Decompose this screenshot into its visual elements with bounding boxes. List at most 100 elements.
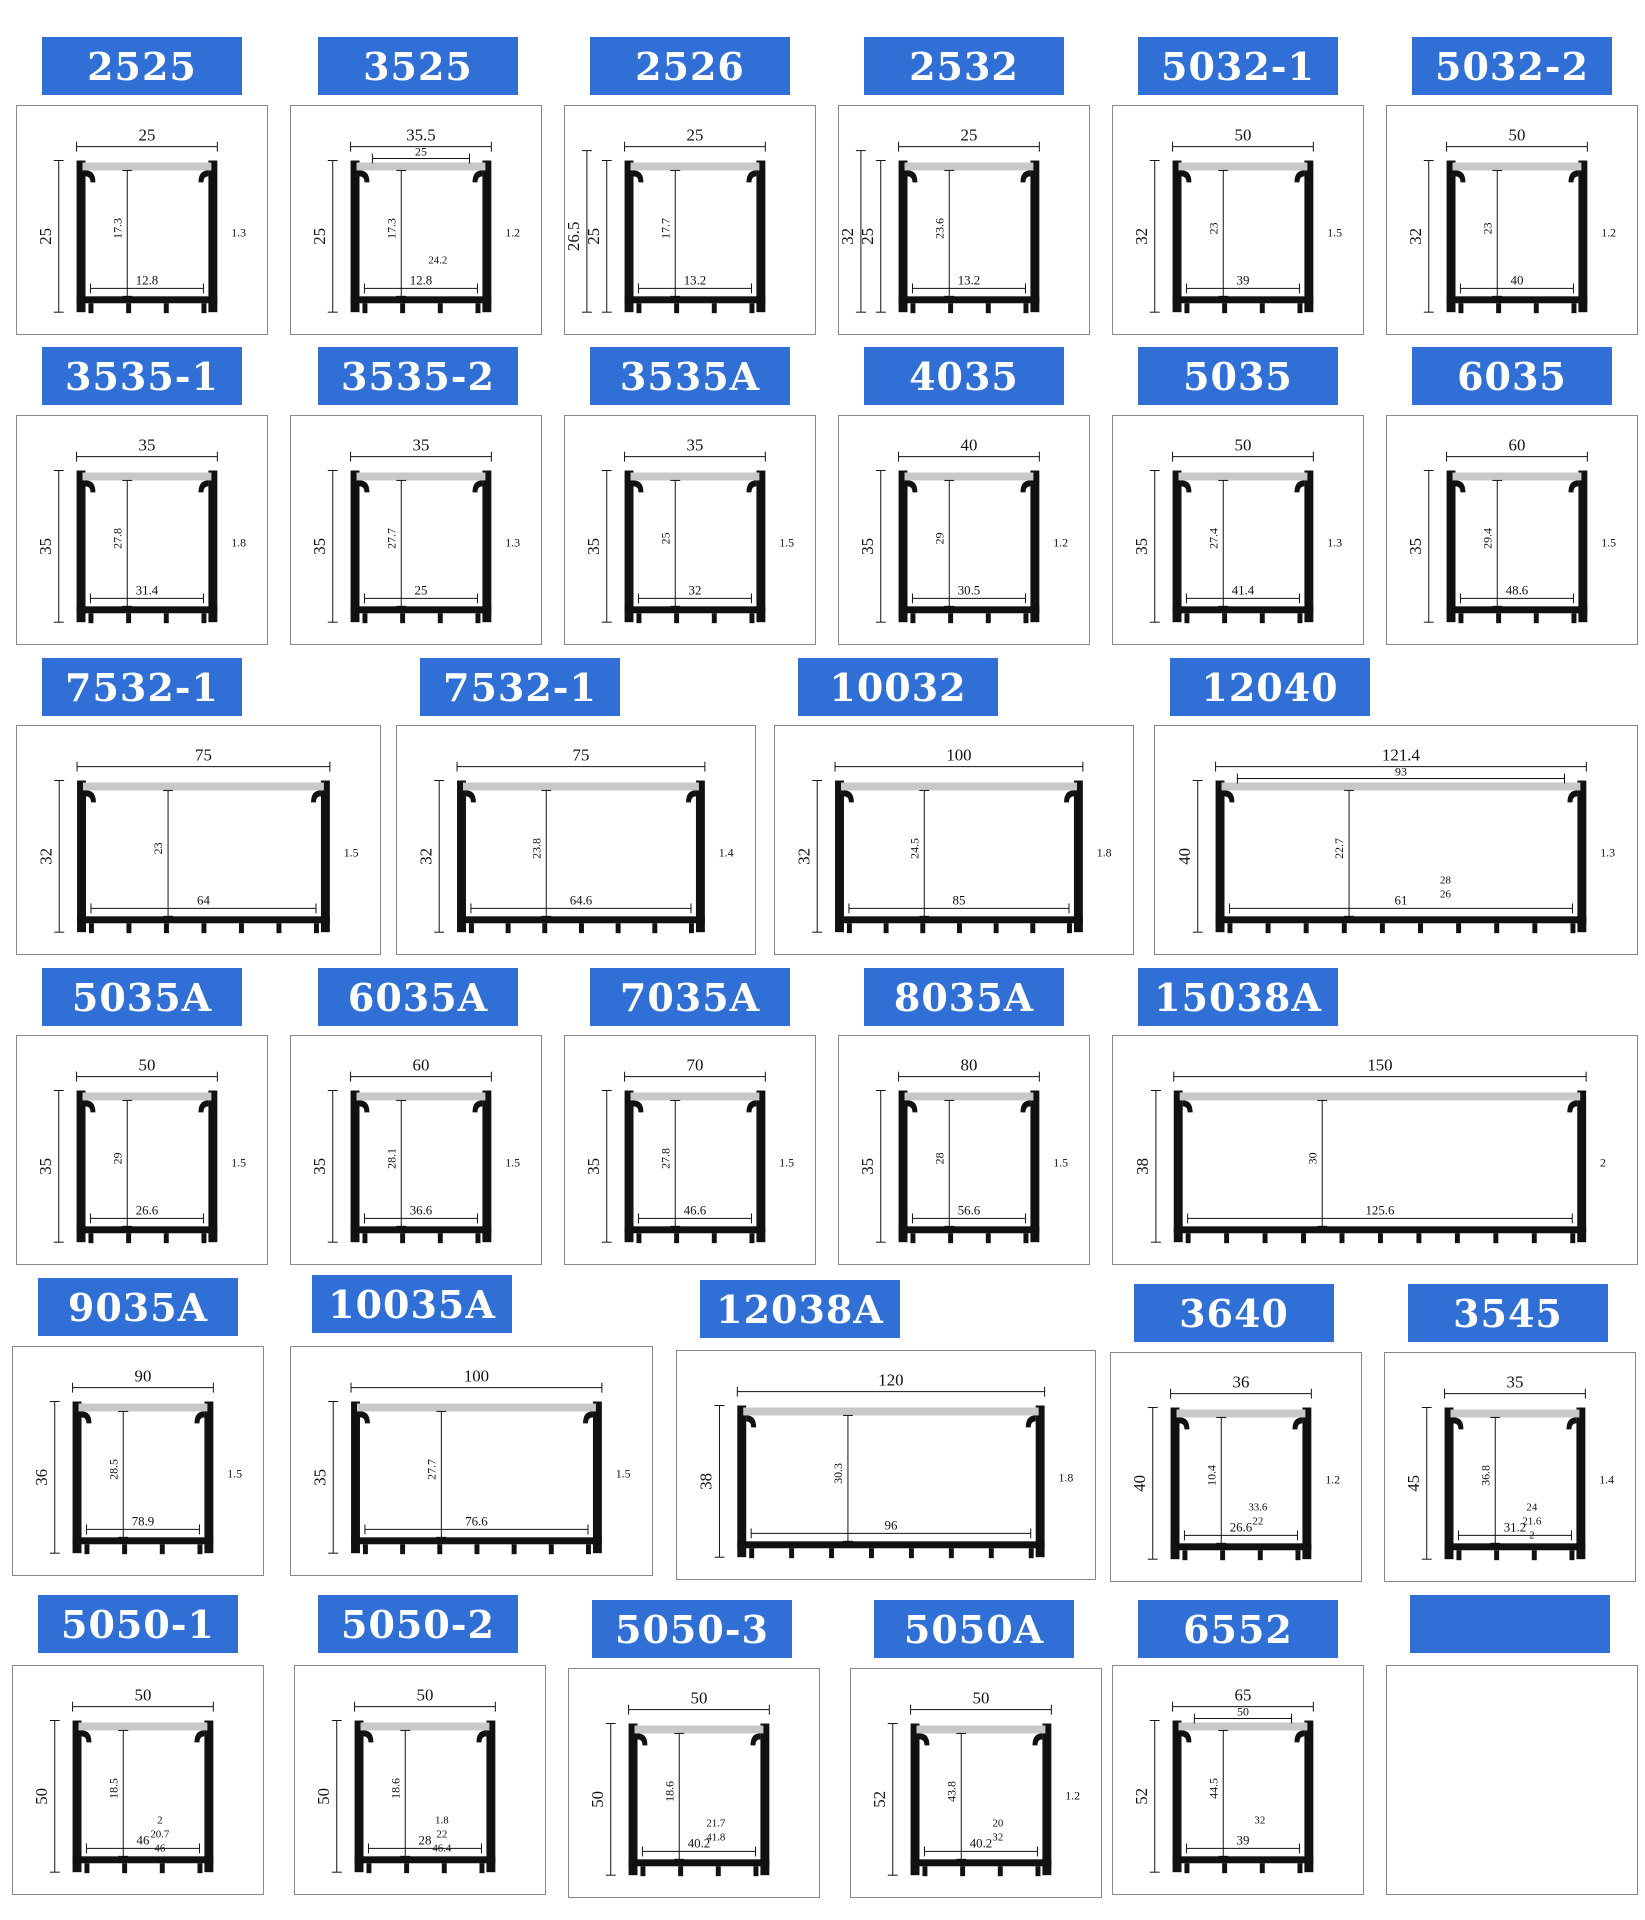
- profile-fin: [1458, 303, 1464, 314]
- dimension-height: 50: [32, 1788, 51, 1805]
- profile-base: [1172, 296, 1314, 304]
- profile-fin: [1303, 923, 1309, 934]
- profile-fin: [1533, 613, 1539, 624]
- profile-label: 3545: [1408, 1284, 1608, 1342]
- diffuser-cover: [1179, 1092, 1581, 1101]
- profile-fin: [829, 1548, 835, 1559]
- profile-fin: [1222, 1863, 1228, 1874]
- profile-fin: [585, 1544, 591, 1555]
- clip-left: [363, 1730, 374, 1743]
- diffuser-cover: [360, 1722, 490, 1731]
- dimension-top: 60: [1509, 436, 1526, 455]
- profile-fin: [548, 1544, 554, 1555]
- profile-fin: [636, 613, 642, 624]
- profile-label: 7035A: [590, 968, 790, 1026]
- dimension-height: 32: [1406, 228, 1425, 245]
- dimension-depth: 43.8: [944, 1781, 958, 1802]
- profile-fin: [956, 923, 962, 934]
- profile-drawing: [898, 160, 1040, 314]
- dimension-top: 50: [139, 1056, 156, 1075]
- clip-right: [1294, 170, 1305, 183]
- clip-right: [1568, 480, 1579, 493]
- profile-fin: [474, 1544, 480, 1555]
- profile-fin: [1456, 923, 1462, 934]
- dimension-height: 35: [1132, 538, 1151, 555]
- profile-left-wall: [1172, 1720, 1182, 1873]
- profile-fin: [674, 1233, 680, 1244]
- clip-right: [472, 170, 483, 183]
- dimension-bottom: 30.5: [958, 583, 981, 597]
- profile-left-wall: [72, 1401, 82, 1554]
- profile-label: 15038A: [1138, 968, 1338, 1026]
- dimension-depth: 17.7: [658, 218, 672, 239]
- dimension-lower-h: 22: [436, 1829, 447, 1841]
- profile-fin: [88, 303, 94, 314]
- clip-left: [1453, 1417, 1464, 1430]
- dimension-outer: 65: [1235, 1686, 1252, 1705]
- profile-fin: [1494, 923, 1500, 934]
- profile-base: [76, 1226, 218, 1234]
- dimension-wall: 2: [1600, 1155, 1606, 1169]
- profile-base: [898, 296, 1040, 304]
- dimension-bottom: 31.2: [1504, 1520, 1527, 1534]
- profile-label: 8035A: [864, 968, 1064, 1026]
- dimension-top: 35: [413, 436, 430, 455]
- profile-drawing: [76, 1090, 218, 1244]
- diffuser-cover: [916, 1725, 1046, 1734]
- profile-fin: [869, 1548, 874, 1559]
- profile-fin: [948, 1233, 954, 1244]
- diffuser-cover: [78, 1403, 208, 1412]
- profile-left-wall: [898, 160, 908, 313]
- dimension-top: 70: [687, 1056, 704, 1075]
- dimension-depth: 27.8: [110, 528, 124, 549]
- dimension-height: 35: [36, 1158, 55, 1175]
- profile-fin: [1496, 613, 1502, 624]
- diffuser-cover: [78, 1722, 208, 1731]
- dimension-upper_h: 18.5: [106, 1778, 120, 1799]
- dimension-height: 35: [584, 538, 603, 555]
- profile-fin: [985, 613, 991, 624]
- profile-fin: [1222, 303, 1228, 314]
- profile-drawing: [1173, 1090, 1587, 1244]
- profile-fin: [1028, 1548, 1034, 1559]
- profile-fin: [84, 1863, 90, 1874]
- clip-left: [85, 1100, 96, 1113]
- profile-fin: [437, 303, 443, 314]
- profile-drawing: [1172, 160, 1314, 314]
- profile-drawing: [1170, 1407, 1312, 1561]
- profile-base: [1444, 1543, 1586, 1551]
- dimension-top: 50: [1237, 1705, 1249, 1719]
- profile-drawing: [1215, 780, 1587, 934]
- dimension-upper_h: 10.4: [1204, 1465, 1218, 1486]
- diffuser-cover: [1178, 162, 1308, 171]
- clip-right: [1020, 1100, 1031, 1113]
- clip-left: [81, 1730, 92, 1743]
- dimension-depth: 22.7: [1332, 838, 1346, 859]
- profile-right-wall: [756, 470, 766, 623]
- clip-right: [1020, 480, 1031, 493]
- dimension-bottom: 32: [689, 583, 702, 597]
- dimension-wall: 1.2: [1053, 535, 1068, 549]
- profile-fin: [88, 1233, 94, 1244]
- dimension-bottom: 12.8: [136, 273, 159, 287]
- dimension-height: 40: [1175, 848, 1194, 865]
- profile-base: [1170, 1543, 1312, 1551]
- clip-left: [907, 1100, 918, 1113]
- clip-right: [746, 480, 757, 493]
- dimension-depth: 28: [932, 1152, 946, 1164]
- profile-drawing: [350, 1090, 492, 1244]
- dimension-depth: 25: [658, 532, 672, 544]
- profile-base: [1173, 1226, 1587, 1234]
- profile-label: 5032-1: [1138, 37, 1338, 95]
- profile-base: [354, 1856, 496, 1864]
- profile-fin: [400, 1233, 406, 1244]
